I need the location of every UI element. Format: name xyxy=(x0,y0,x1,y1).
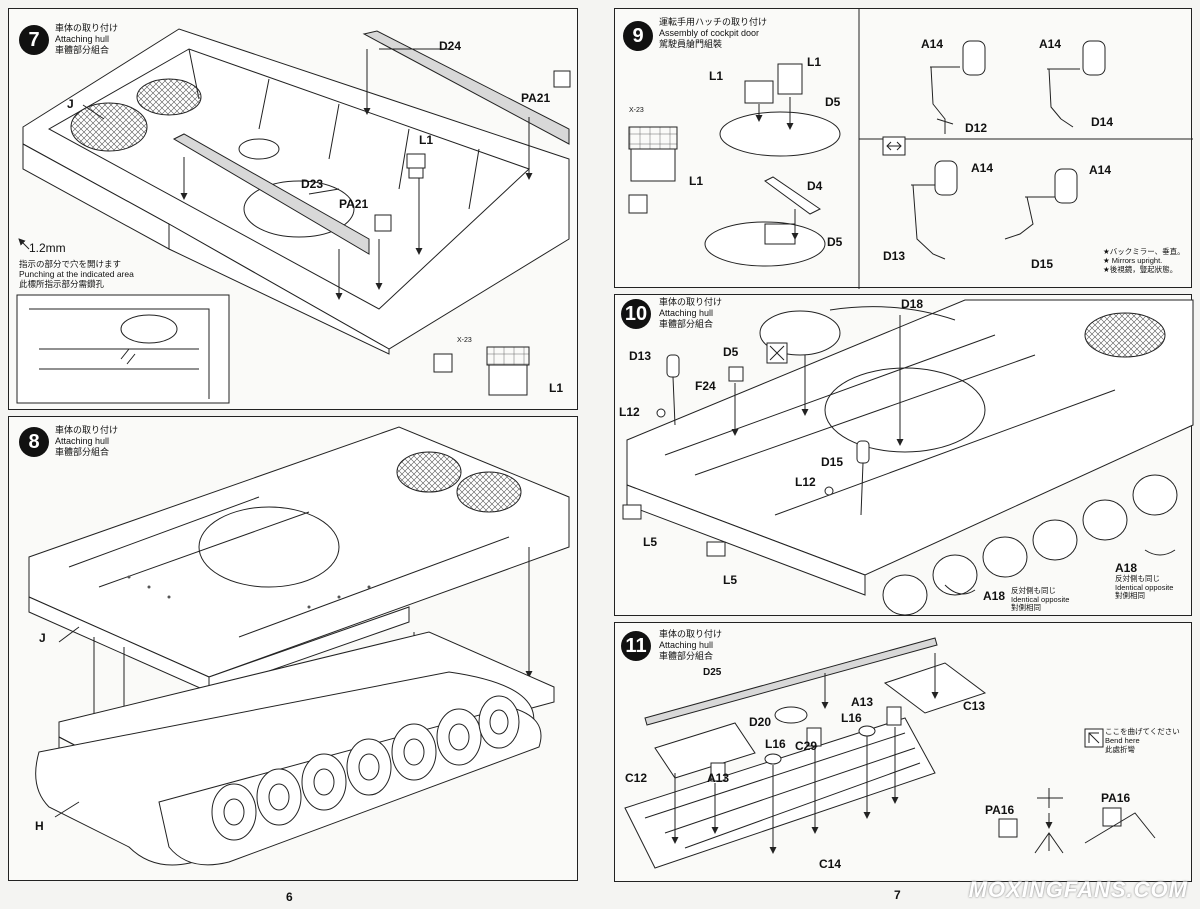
label-j: J xyxy=(39,631,46,645)
label-h: H xyxy=(35,819,44,833)
label-d13: D13 xyxy=(883,249,906,263)
label-pa16: PA16 xyxy=(1101,791,1131,805)
drill-size: 1.2mm xyxy=(29,241,66,255)
label-c12: C12 xyxy=(625,771,648,785)
label-c14: C14 xyxy=(819,857,842,871)
punch-note: 指示の部分で穴を開けます Punching at the indicated a… xyxy=(19,259,134,289)
label-d5: D5 xyxy=(825,95,841,109)
opposite-note: 反対側も同じ Identical opposite 對側相同 xyxy=(1115,574,1174,600)
cockpit-door-drawing xyxy=(628,9,1193,289)
bend-note: ここを曲げてください Bend here 此處折彎 xyxy=(1105,727,1180,754)
label-d15: D15 xyxy=(821,455,844,469)
mirror-note: ★バックミラー、垂直。 ★ Mirrors upright. ★後視鏡，豎起狀態… xyxy=(1103,247,1185,274)
step-title: 車体の取り付け Attaching hull 車體部分組合 xyxy=(55,23,119,55)
label-pa16: PA16 xyxy=(985,803,1015,817)
step-11-panel: 11 車体の取り付け Attaching hull 車體部分組合 xyxy=(614,622,1192,882)
opposite-note: 反対側も同じ Identical opposite 對側相同 xyxy=(1011,586,1070,612)
step-title: 車体の取り付け Attaching hull 車體部分組合 xyxy=(659,629,723,661)
label-l1: L1 xyxy=(549,381,564,395)
label-d5: D5 xyxy=(827,235,843,249)
label-f24: F24 xyxy=(695,379,716,393)
step-title: 車体の取り付け Attaching hull 車體部分組合 xyxy=(659,297,723,329)
label-a14: A14 xyxy=(921,37,944,51)
label-l1: L1 xyxy=(419,133,434,147)
label-d15: D15 xyxy=(1031,257,1054,271)
label-l12: L12 xyxy=(619,405,640,419)
label-d20: D20 xyxy=(749,715,772,729)
page-number: 6 xyxy=(286,890,293,904)
step-number: 7 xyxy=(19,25,49,55)
label-c13: C13 xyxy=(963,699,986,713)
page-number: 7 xyxy=(894,888,901,902)
label-j: J xyxy=(67,97,74,111)
step-title: 車体の取り付け Attaching hull 車體部分組合 xyxy=(55,425,119,457)
label-l16: L16 xyxy=(765,737,786,751)
step-10-panel: 10 車体の取り付け Attaching hull 車體部分組合 xyxy=(614,294,1194,616)
label-d18: D18 xyxy=(901,297,924,311)
watermark: MOXINGFANS.COM xyxy=(968,877,1188,902)
hull-upper-detail-drawing xyxy=(622,299,1194,616)
label-d5: D5 xyxy=(723,345,739,359)
paint-code: X-23 xyxy=(457,337,472,344)
label-l5: L5 xyxy=(643,535,658,549)
label-a13: A13 xyxy=(851,695,874,709)
label-d24: D24 xyxy=(439,39,462,53)
hull-rear-detail-drawing xyxy=(624,637,1156,869)
step-8-panel: 8 車体の取り付け Attaching hull 車體部分組合 xyxy=(8,416,578,881)
label-l1: L1 xyxy=(689,174,704,188)
label-c29: C29 xyxy=(795,739,818,753)
label-a18: A18 xyxy=(983,589,1006,603)
label-d4: D4 xyxy=(807,179,823,193)
hull-lower-drawing xyxy=(16,28,571,404)
label-a14: A14 xyxy=(1039,37,1062,51)
label-l1: L1 xyxy=(807,55,822,69)
step-7-panel: 7 車体の取り付け Attaching hull 車體部分組合 xyxy=(8,8,578,410)
label-d23: D23 xyxy=(301,177,324,191)
step-number: 11 xyxy=(621,631,651,661)
label-d14: D14 xyxy=(1091,115,1114,129)
label-l1: L1 xyxy=(709,69,724,83)
step-number: 10 xyxy=(621,299,651,329)
label-d13: D13 xyxy=(629,349,652,363)
paint-code: X-23 xyxy=(629,107,644,114)
step-9-panel: 9 運転手用ハッチの取り付け Assembly of cockpit door … xyxy=(614,8,1193,289)
label-pa21: PA21 xyxy=(521,91,551,105)
hull-assembly-drawing xyxy=(28,426,570,866)
label-a14: A14 xyxy=(971,161,994,175)
label-a18: A18 xyxy=(1115,561,1138,575)
label-l5: L5 xyxy=(723,573,738,587)
step-number: 8 xyxy=(19,427,49,457)
label-l12: L12 xyxy=(795,475,816,489)
label-a13: A13 xyxy=(707,771,730,785)
label-a14: A14 xyxy=(1089,163,1112,177)
step-number: 9 xyxy=(623,21,653,51)
label-d25: D25 xyxy=(703,667,722,678)
label-l16: L16 xyxy=(841,711,862,725)
step-title: 運転手用ハッチの取り付け Assembly of cockpit door 駕駛… xyxy=(659,17,768,49)
label-d12: D12 xyxy=(965,121,988,135)
label-pa21: PA21 xyxy=(339,197,369,211)
